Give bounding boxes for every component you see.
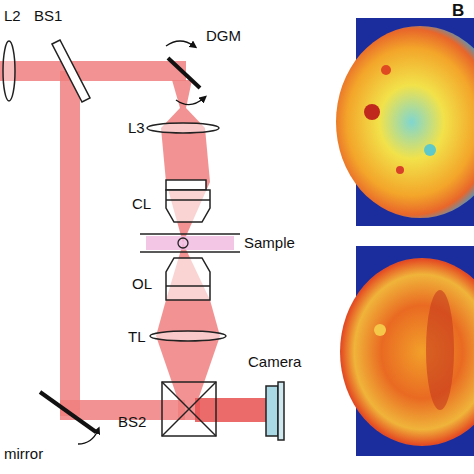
mirror-label: mirror xyxy=(4,446,43,463)
laser-beam xyxy=(0,61,275,422)
lens-label: CL xyxy=(132,196,151,213)
sample-label: Sample xyxy=(244,235,295,252)
lens-l2 xyxy=(3,41,15,101)
beam-splitter-bs2 xyxy=(162,382,216,436)
panel-label: B xyxy=(452,2,464,21)
lens-l3 xyxy=(147,123,219,133)
camera-label: Camera xyxy=(248,354,301,371)
tube-lens xyxy=(150,331,226,341)
beam-splitter-label: BS1 xyxy=(34,8,62,25)
objective-lens xyxy=(166,258,210,300)
phase-image-bottom xyxy=(340,246,474,456)
sample-holder xyxy=(140,234,240,252)
lens-label: OL xyxy=(132,276,152,293)
beam-splitter-bs1 xyxy=(52,40,90,102)
lens-label: L2 xyxy=(4,8,21,25)
phase-image-top xyxy=(336,18,474,226)
mirror xyxy=(40,392,98,444)
lens-label: TL xyxy=(128,329,146,346)
beam-splitter-label: BS2 xyxy=(118,414,146,431)
mirror-label: DGM xyxy=(206,28,241,45)
dual-galvo-mirror xyxy=(166,41,204,105)
camera xyxy=(266,382,284,440)
condenser-lens xyxy=(166,180,210,222)
lens-label: L3 xyxy=(128,120,145,137)
